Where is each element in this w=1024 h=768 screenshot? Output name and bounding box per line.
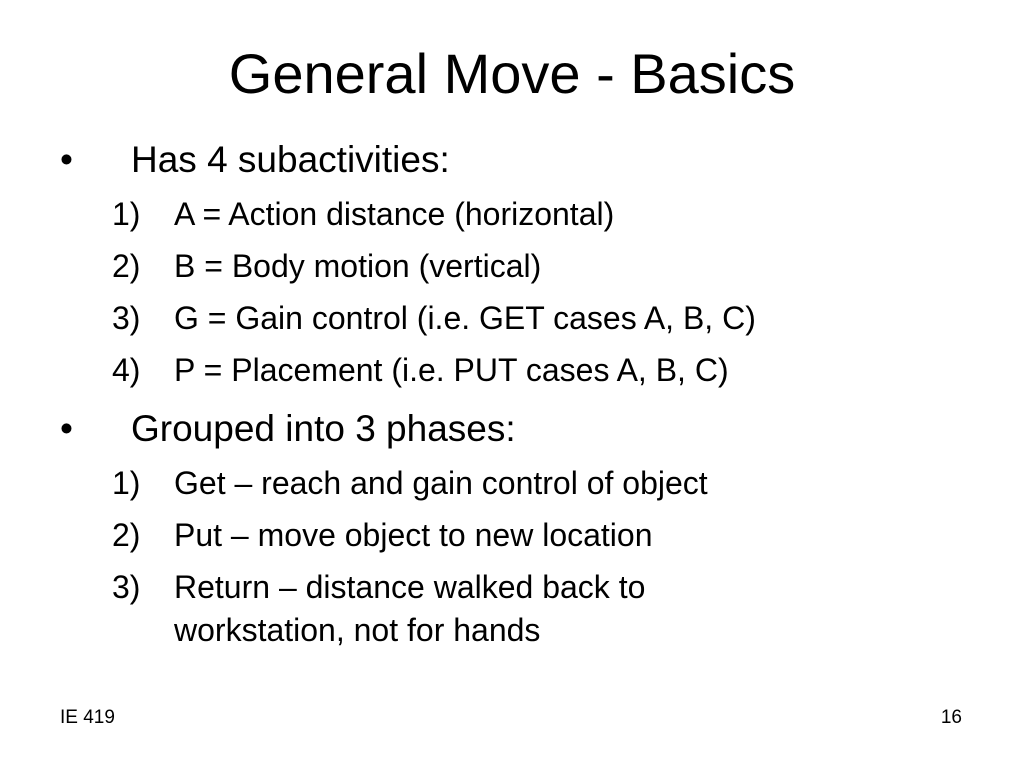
bullet-text: Has 4 subactivities: bbox=[131, 139, 450, 180]
item-text: Put – move object to new location bbox=[174, 517, 653, 553]
item-text: Get – reach and gain control of object bbox=[174, 465, 708, 501]
bullet-marker: • bbox=[60, 408, 73, 449]
item-number: 1) bbox=[112, 196, 141, 232]
item-number: 4) bbox=[112, 352, 141, 388]
item-number: 3) bbox=[112, 569, 141, 605]
item-text-continuation: workstation, not for hands bbox=[174, 612, 541, 648]
bullet-marker: • bbox=[60, 139, 73, 180]
footer-course: IE 419 bbox=[60, 707, 115, 728]
item-text: A = Action distance (horizontal) bbox=[174, 196, 615, 232]
item-number: 2) bbox=[112, 248, 141, 284]
item-text: Return – distance walked back to bbox=[174, 569, 646, 605]
bullet-text: Grouped into 3 phases: bbox=[131, 408, 516, 449]
item-number: 3) bbox=[112, 300, 141, 336]
item-text: G = Gain control (i.e. GET cases A, B, C… bbox=[174, 300, 756, 336]
item-number: 1) bbox=[112, 465, 141, 501]
item-text: B = Body motion (vertical) bbox=[174, 248, 542, 284]
footer-page-number: 16 bbox=[940, 707, 962, 728]
item-text: P = Placement (i.e. PUT cases A, B, C) bbox=[174, 352, 729, 388]
slide-title: General Move - Basics bbox=[228, 42, 796, 105]
item-number: 2) bbox=[112, 517, 141, 553]
